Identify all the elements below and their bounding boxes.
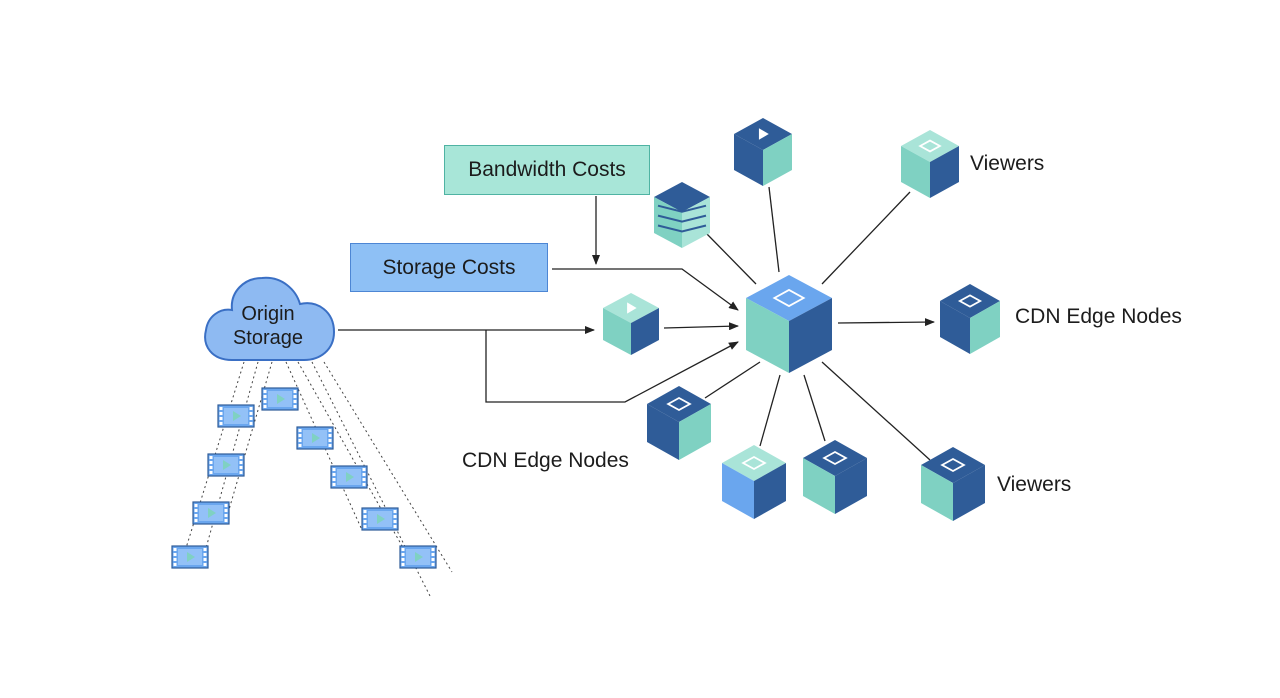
link-viewers-bottom — [821, 361, 931, 461]
cubes-layer — [603, 118, 1000, 521]
origin-storage-label: Origin Storage — [232, 303, 304, 349]
films-layer — [171, 387, 437, 569]
cube-icon-top — [734, 118, 792, 186]
cube-icon-bottom-1 — [722, 445, 786, 519]
storage-costs-label: Storage Costs — [382, 255, 516, 279]
film-frame-icon-1 — [217, 404, 255, 428]
film-frame-icon-3 — [207, 453, 245, 477]
link-bottom-cube-1 — [759, 374, 781, 447]
cube-icon-bottom-left — [647, 386, 711, 460]
film-frame-icon-6 — [330, 465, 368, 489]
film-frame-icon-8 — [361, 507, 399, 531]
link-bottom-left-cube — [704, 361, 761, 399]
film-frame-icon-5 — [192, 501, 230, 525]
cube-icon-bottom-2 — [803, 440, 867, 514]
viewers-label-bottom: Viewers — [997, 473, 1072, 496]
cloud-icon — [204, 276, 336, 361]
film-frame-icon-4 — [296, 426, 334, 450]
bandwidth-costs-box: Bandwidth Costs — [444, 145, 650, 195]
link-viewers-top — [821, 191, 911, 285]
cube-icon-viewers-bottom — [921, 447, 985, 521]
bandwidth-costs-label: Bandwidth Costs — [468, 158, 626, 181]
hub-to-right-node-arrow — [837, 318, 935, 327]
film-frame-icon-2 — [261, 387, 299, 411]
film-frame-icon-9 — [399, 545, 437, 569]
viewers-label-top: Viewers — [970, 152, 1045, 175]
edge-to-hub-arrow — [663, 322, 739, 331]
film-frame-icon-7 — [171, 545, 209, 569]
cdn-edge-nodes-label-right: CDN Edge Nodes — [1015, 305, 1182, 328]
storage-costs-box: Storage Costs — [350, 243, 548, 292]
storage-arrow — [552, 268, 739, 311]
cdn-edge-nodes-label-left: CDN Edge Nodes — [462, 449, 629, 472]
cube-icon-layered — [654, 182, 710, 248]
cube-icon-viewers-top — [901, 130, 959, 198]
origin-branch-arrow — [485, 330, 739, 403]
link-layered-cube — [704, 231, 757, 285]
cube-icon-edge-right — [940, 284, 1000, 354]
cube-icon-edge-left — [603, 293, 659, 355]
cube-icon-hub — [746, 275, 832, 373]
link-bottom-cube-2 — [803, 374, 826, 442]
connectors — [338, 186, 935, 461]
link-top-cube — [768, 186, 780, 273]
